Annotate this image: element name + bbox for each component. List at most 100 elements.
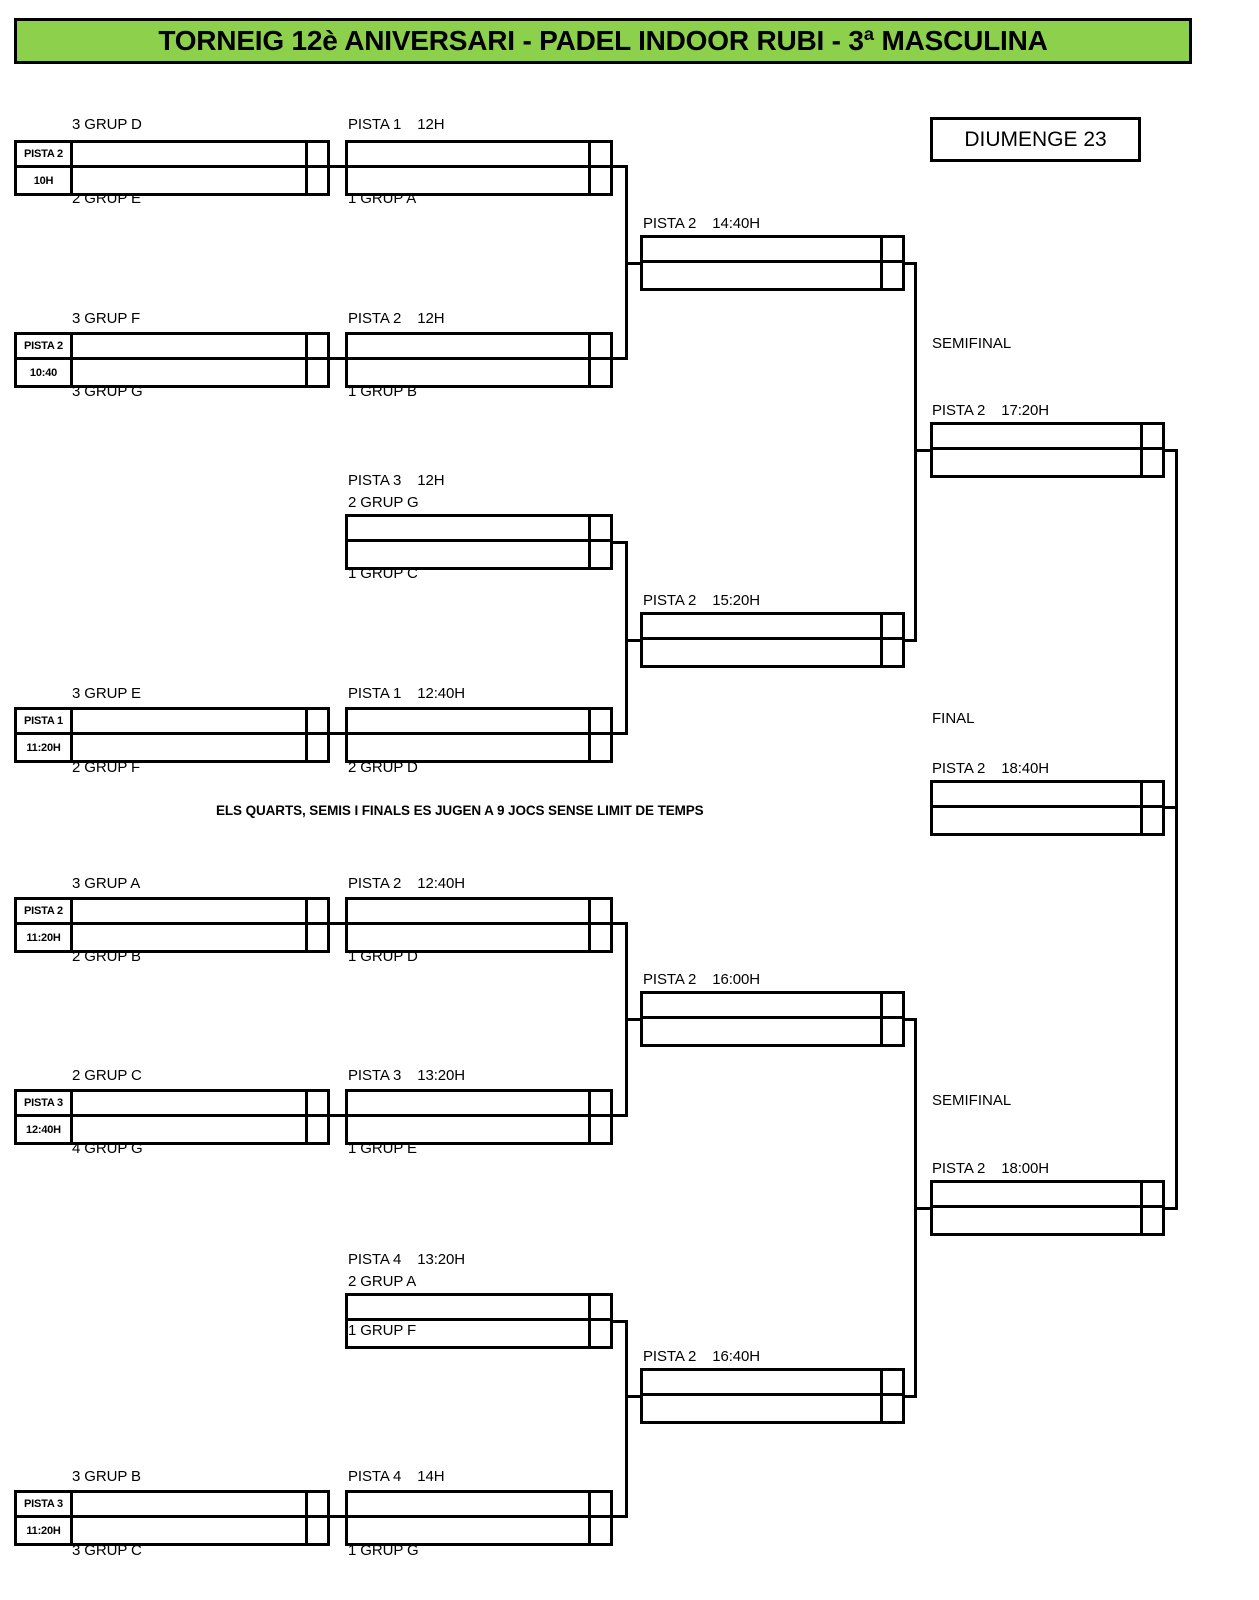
score-cell[interactable]	[588, 542, 610, 567]
player-slot[interactable]	[643, 1396, 880, 1421]
player-slot[interactable]	[933, 425, 1140, 447]
score-cell[interactable]	[1140, 783, 1162, 805]
match-box-r2-m4[interactable]	[345, 707, 613, 763]
player-slot[interactable]	[643, 1371, 880, 1393]
score-cell[interactable]	[305, 143, 327, 165]
match-box-qf-4[interactable]	[640, 1368, 905, 1424]
score-cell[interactable]	[880, 238, 902, 260]
score-cell[interactable]	[305, 1117, 327, 1142]
match-box-r1-m5[interactable]: PISTA 3 12:40H	[14, 1089, 330, 1145]
player-slot[interactable]	[73, 925, 305, 950]
player-slot[interactable]	[73, 143, 305, 165]
player-slot[interactable]	[348, 517, 588, 539]
player-slot[interactable]	[73, 360, 305, 385]
player-slot[interactable]	[643, 640, 880, 665]
score-cell[interactable]	[305, 710, 327, 732]
player-slot[interactable]	[73, 1092, 305, 1114]
score-cell[interactable]	[1140, 808, 1162, 833]
score-cell[interactable]	[588, 710, 610, 732]
score-cell[interactable]	[880, 615, 902, 637]
player-slot[interactable]	[348, 1518, 588, 1543]
score-cell[interactable]	[305, 335, 327, 357]
player-slot[interactable]	[73, 710, 305, 732]
match-box-r2-m6[interactable]	[345, 1089, 613, 1145]
match-box-r2-m2[interactable]	[345, 332, 613, 388]
score-cell[interactable]	[588, 1518, 610, 1543]
score-cell[interactable]	[588, 143, 610, 165]
match-box-qf-1[interactable]	[640, 235, 905, 291]
score-cell[interactable]	[1140, 450, 1162, 475]
match-box-r2-m8[interactable]	[345, 1490, 613, 1546]
score-cell[interactable]	[880, 263, 902, 288]
player-slot[interactable]	[643, 994, 880, 1016]
score-cell[interactable]	[588, 1092, 610, 1114]
player-slot[interactable]	[348, 143, 588, 165]
score-cell[interactable]	[305, 925, 327, 950]
score-cell[interactable]	[588, 1321, 610, 1346]
match-box-r2-m7[interactable]	[345, 1293, 613, 1349]
match-box-qf-3[interactable]	[640, 991, 905, 1047]
match-box-r2-m1[interactable]	[345, 140, 613, 196]
player-slot[interactable]	[73, 735, 305, 760]
player-slot[interactable]	[933, 783, 1140, 805]
score-cell[interactable]	[305, 360, 327, 385]
player-slot[interactable]	[348, 925, 588, 950]
match-box-r1-m1[interactable]: PISTA 2 10H	[14, 140, 330, 196]
score-cell[interactable]	[880, 994, 902, 1016]
score-cell[interactable]	[588, 335, 610, 357]
score-cell[interactable]	[588, 735, 610, 760]
player-slot[interactable]	[348, 710, 588, 732]
player-slot[interactable]	[643, 615, 880, 637]
player-slot[interactable]	[933, 808, 1140, 833]
player-slot[interactable]	[73, 1518, 305, 1543]
player-slot[interactable]	[933, 1183, 1140, 1205]
score-cell[interactable]	[588, 517, 610, 539]
player-slot[interactable]	[933, 450, 1140, 475]
score-cell[interactable]	[588, 1493, 610, 1515]
score-cell[interactable]	[305, 735, 327, 760]
score-cell[interactable]	[588, 1296, 610, 1318]
player-slot[interactable]	[73, 1117, 305, 1142]
score-cell[interactable]	[305, 1092, 327, 1114]
score-cell[interactable]	[305, 1518, 327, 1543]
player-slot[interactable]	[348, 542, 588, 567]
score-cell[interactable]	[880, 1371, 902, 1393]
player-slot[interactable]	[643, 238, 880, 260]
score-cell[interactable]	[1140, 1183, 1162, 1205]
score-cell[interactable]	[588, 168, 610, 193]
player-slot[interactable]	[348, 335, 588, 357]
score-cell[interactable]	[305, 168, 327, 193]
score-cell[interactable]	[880, 1019, 902, 1044]
player-slot[interactable]	[73, 900, 305, 922]
player-slot[interactable]	[348, 1117, 588, 1142]
player-slot[interactable]	[643, 1019, 880, 1044]
player-slot[interactable]	[348, 735, 588, 760]
score-cell[interactable]	[305, 900, 327, 922]
player-slot[interactable]	[348, 900, 588, 922]
match-box-r1-m2[interactable]: PISTA 2 10:40	[14, 332, 330, 388]
player-slot[interactable]	[643, 263, 880, 288]
player-slot[interactable]	[73, 1493, 305, 1515]
match-box-r2-m5[interactable]	[345, 897, 613, 953]
player-slot[interactable]	[73, 335, 305, 357]
match-box-sf-1[interactable]	[930, 422, 1165, 478]
score-cell[interactable]	[1140, 1208, 1162, 1233]
match-box-qf-2[interactable]	[640, 612, 905, 668]
player-slot[interactable]	[348, 360, 588, 385]
score-cell[interactable]	[880, 640, 902, 665]
score-cell[interactable]	[1140, 425, 1162, 447]
score-cell[interactable]	[588, 360, 610, 385]
match-box-sf-2[interactable]	[930, 1180, 1165, 1236]
score-cell[interactable]	[305, 1493, 327, 1515]
score-cell[interactable]	[588, 900, 610, 922]
score-cell[interactable]	[588, 1117, 610, 1142]
player-slot[interactable]	[933, 1208, 1140, 1233]
player-slot[interactable]	[348, 1493, 588, 1515]
match-box-r1-m6[interactable]: PISTA 3 11:20H	[14, 1490, 330, 1546]
match-box-r2-m3[interactable]	[345, 514, 613, 570]
match-box-final[interactable]	[930, 780, 1165, 836]
player-slot[interactable]	[348, 1092, 588, 1114]
player-slot[interactable]	[348, 1296, 588, 1318]
match-box-r1-m3[interactable]: PISTA 1 11:20H	[14, 707, 330, 763]
score-cell[interactable]	[880, 1396, 902, 1421]
